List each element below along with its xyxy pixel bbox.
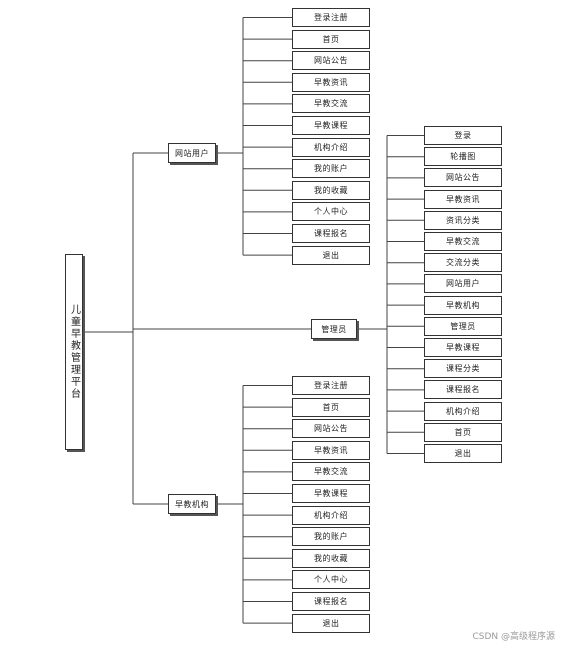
leaf-node: 退出: [424, 444, 502, 463]
leaf-node: 我的收藏: [292, 180, 370, 200]
leaf-node: 个人中心: [292, 570, 370, 590]
leaf-node: 管理员: [424, 316, 502, 336]
leaf-node: 我的收藏: [292, 548, 370, 568]
leaf-node: 课程报名: [292, 592, 370, 611]
leaf-node: 课程分类: [424, 359, 502, 379]
leaf-node: 早教交流: [292, 462, 370, 482]
leaf-node: 早教课程: [292, 116, 370, 135]
leaf-node: 早教课程: [424, 338, 502, 357]
leaf-node: 早教课程: [292, 484, 370, 503]
leaf-node: 早教机构: [424, 295, 502, 315]
branch-node: 网站用户: [168, 143, 216, 163]
leaf-node: 早教资讯: [292, 72, 370, 92]
leaf-node: 登录注册: [292, 376, 370, 395]
leaf-node: 首页: [292, 29, 370, 49]
leaf-node: 早教资讯: [424, 189, 502, 209]
watermark: CSDN @高级程序源: [472, 632, 555, 642]
branch-node: 管理员: [311, 319, 357, 339]
leaf-node: 我的账户: [292, 527, 370, 547]
leaf-node: 机构介绍: [292, 505, 370, 525]
leaf-node: 早教交流: [292, 94, 370, 114]
leaf-node: 退出: [292, 245, 370, 265]
leaf-node: 网站公告: [292, 419, 370, 439]
leaf-node: 退出: [292, 613, 370, 633]
leaf-node: 网站公告: [424, 168, 502, 188]
branch-node: 早教机构: [168, 494, 216, 514]
leaf-node: 个人中心: [292, 202, 370, 222]
leaf-node: 网站公告: [292, 51, 370, 71]
leaf-node: 交流分类: [424, 253, 502, 273]
leaf-node: 网站用户: [424, 274, 502, 294]
leaf-node: 轮播图: [424, 147, 502, 167]
leaf-node: 机构介绍: [424, 401, 502, 421]
leaf-node: 登录注册: [292, 8, 370, 27]
leaf-node: 课程报名: [292, 224, 370, 243]
leaf-node: 我的账户: [292, 159, 370, 179]
leaf-node: 早教资讯: [292, 440, 370, 460]
leaf-node: 课程报名: [424, 380, 502, 400]
leaf-node: 机构介绍: [292, 137, 370, 157]
leaf-node: 首页: [424, 422, 502, 442]
leaf-node: 首页: [292, 397, 370, 417]
leaf-node: 早教交流: [424, 232, 502, 251]
root-node: 儿童早教管理平台: [65, 254, 83, 450]
leaf-node: 登录: [424, 126, 502, 145]
leaf-node: 资讯分类: [424, 210, 502, 230]
